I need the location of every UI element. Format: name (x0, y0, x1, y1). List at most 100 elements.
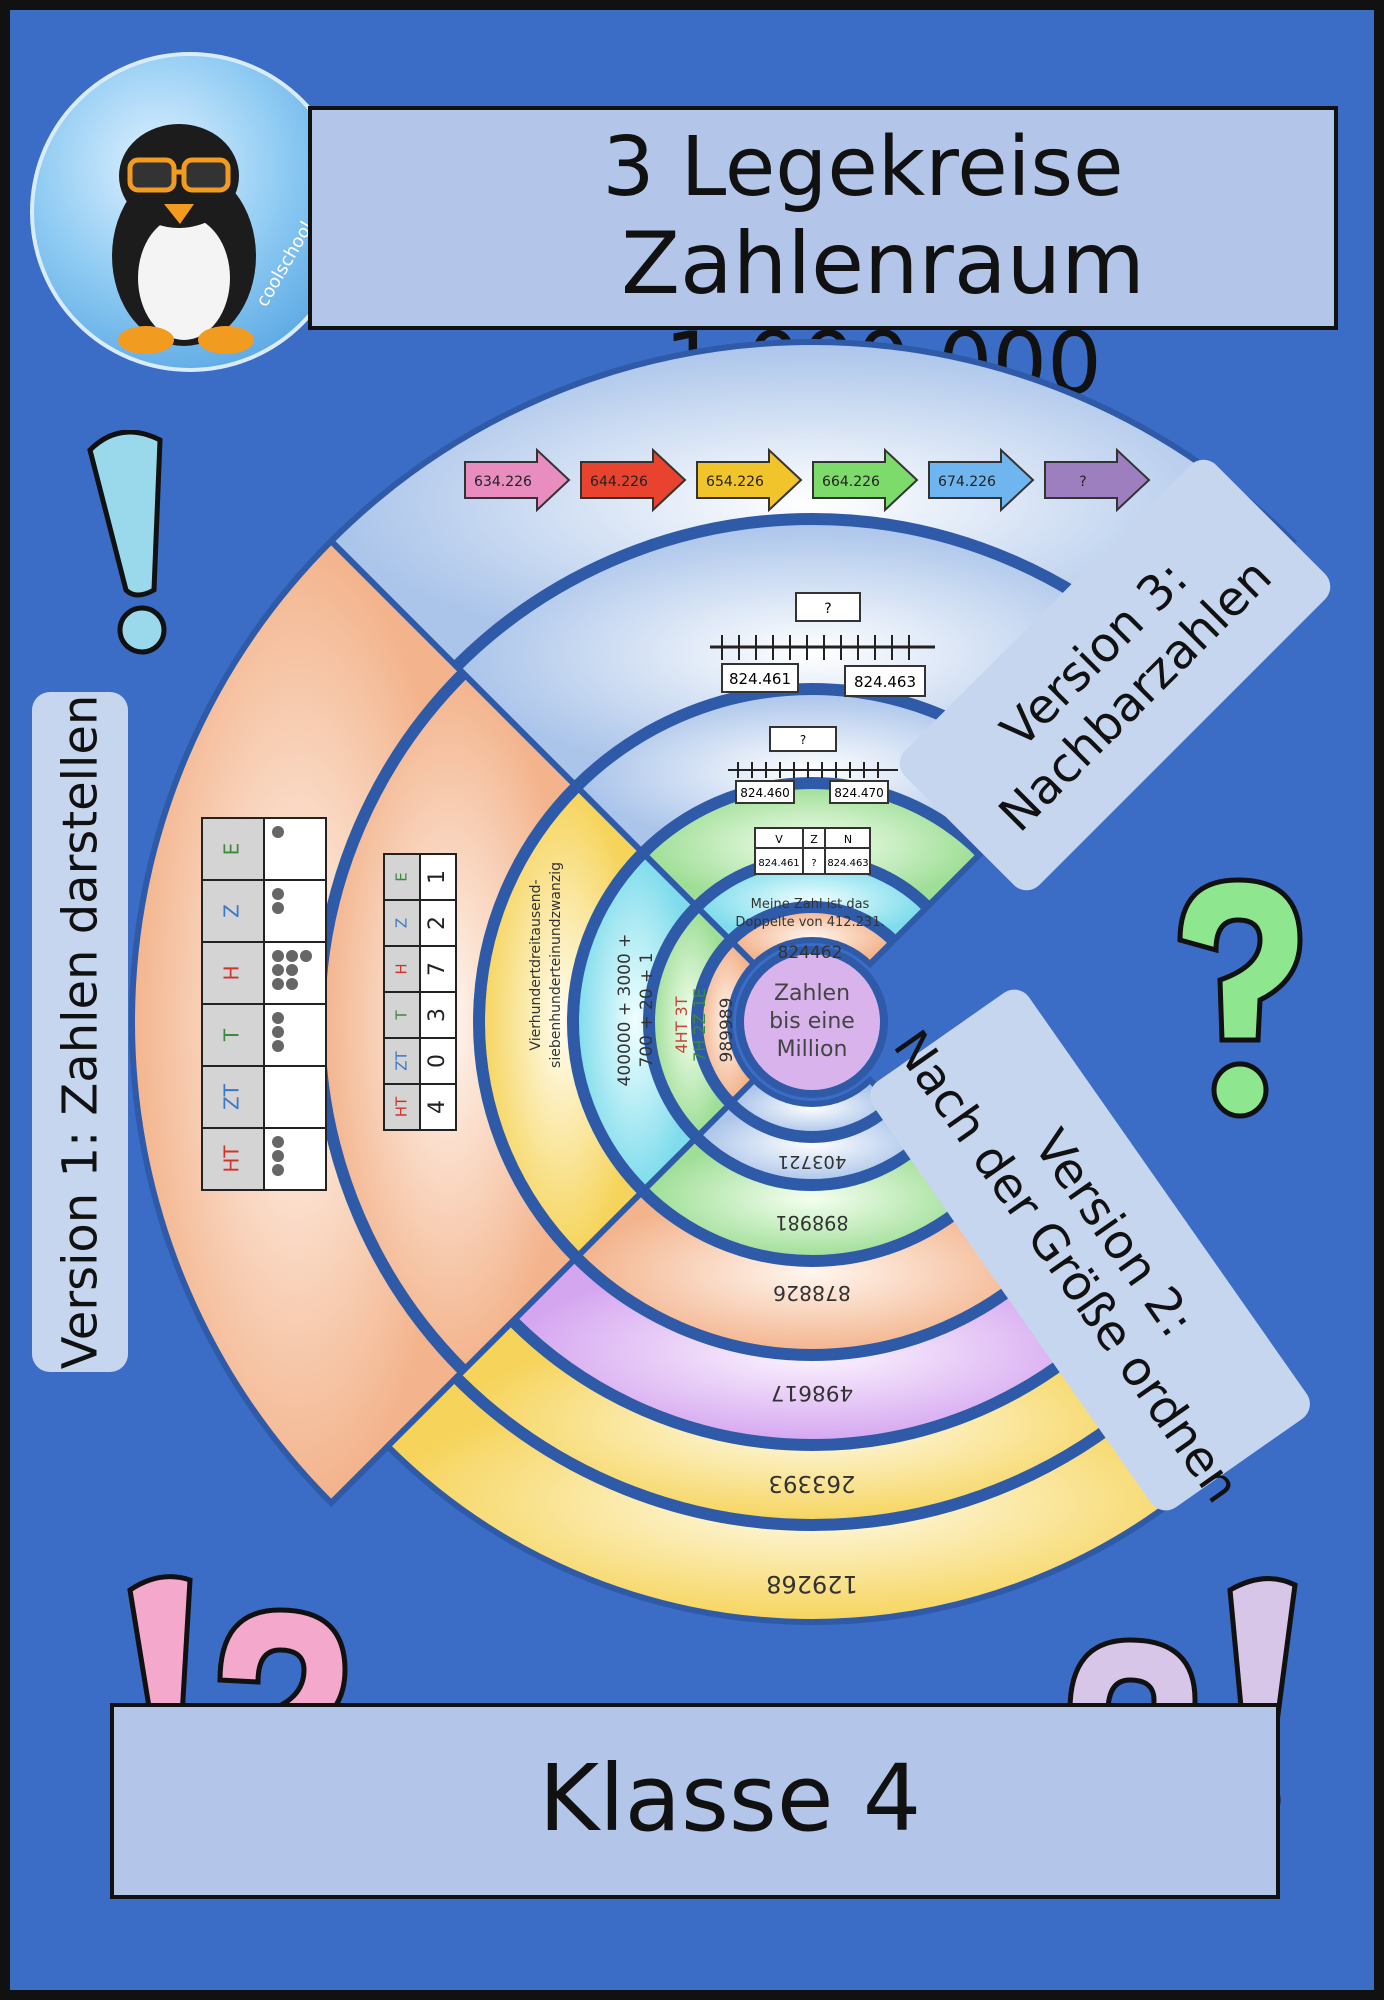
penguin-icon: coolschool (112, 124, 318, 354)
place-digit-cell (419, 1083, 457, 1131)
place-dot (300, 950, 312, 962)
sorted-number: 129268 (766, 1570, 858, 1598)
footer-box: Klasse 4 (110, 1703, 1280, 1899)
neighbor-value-z: ? (811, 858, 816, 869)
ring-segment (510, 1255, 1114, 1445)
place-header: T (220, 1028, 244, 1042)
version1-text: Version 1: Zahlen darstellen (52, 694, 109, 1370)
place-header: HT (393, 1096, 411, 1117)
arrow-label: 644.226 (590, 474, 648, 490)
place-digit: 3 (425, 1008, 450, 1022)
number-line-middle: ? 824.460 824.470 (728, 726, 898, 804)
sorted-number: 498617 (771, 1380, 853, 1405)
ring-segment (649, 904, 733, 1140)
place-dot (286, 950, 298, 962)
center-line-1: Zahlen (774, 981, 850, 1006)
numberline2-right: 824.470 (834, 786, 884, 800)
place-digit: 4 (425, 1100, 450, 1114)
place-digit-cell (419, 945, 457, 993)
place-dot (272, 1150, 284, 1162)
title-line-1: 3 Legekreise (602, 120, 1124, 215)
ring-segment (697, 938, 759, 1106)
neighbor-header-v: V (775, 833, 783, 846)
place-header: ZT (393, 1050, 411, 1070)
place-dot (272, 1026, 284, 1038)
place-dot (272, 950, 284, 962)
place-dot (286, 978, 298, 990)
place-digit: 2 (425, 916, 450, 930)
place-header: Z (220, 904, 244, 918)
units-line-1: 4HT 3T (672, 996, 691, 1053)
words-line-2: siebenhunderteinundzwanzig (548, 862, 564, 1068)
arrow-label: 654.226 (706, 474, 764, 490)
neighbor-value-n: 824.463 (827, 858, 868, 869)
neighbor-value-v: 824.461 (758, 858, 799, 869)
arrow-shape (696, 447, 803, 513)
ring-segment (454, 1318, 1170, 1525)
place-digit: 0 (425, 1054, 450, 1068)
ring-segment (694, 1101, 930, 1186)
place-header-cell (201, 1127, 265, 1191)
place-digit: 1 (425, 870, 450, 884)
words-text: Vierhundertdreitausend- siebenhundertein… (528, 862, 564, 1068)
number-line-top: ? 824.461 824.463 (710, 592, 935, 697)
place-dots-cell (263, 1065, 327, 1129)
place-header: HT (220, 1145, 244, 1173)
place-header-cell (201, 817, 265, 881)
place-header: E (220, 843, 244, 856)
place-header-cell (201, 941, 265, 1005)
center-circle: Zahlen bis eine Million (736, 946, 888, 1098)
place-dot (272, 1040, 284, 1052)
penguin-logo: coolschool (30, 52, 350, 372)
place-dot (286, 964, 298, 976)
arrow-shape (812, 447, 919, 513)
page: coolschool 3 Legekreise Zahlenraum 1.000… (10, 10, 1374, 1990)
place-dot (272, 964, 284, 976)
arrow-shape (928, 447, 1035, 513)
place-digit-cell (419, 853, 457, 901)
expanded-line-1: 400000 + 3000 + (615, 934, 635, 1087)
neighbor-header-z: Z (810, 833, 818, 846)
place-dot (272, 1164, 284, 1176)
expanded-text: 400000 + 3000 + 700 + 20 + 1 (615, 934, 657, 1087)
ring-segment (728, 907, 896, 969)
neighbor-header-n: N (844, 833, 852, 846)
arrow-label: ? (1079, 474, 1086, 490)
sorted-number: 263393 (768, 1470, 855, 1496)
riddle-line-2: Doppelte von 412.231. (735, 915, 884, 930)
place-digit: 7 (425, 962, 450, 976)
place-header-cell (201, 879, 265, 943)
sorted-number: 878826 (773, 1281, 851, 1305)
ring-segment (573, 850, 699, 1194)
arrow-label: 664.226 (822, 474, 880, 490)
place-digit-cell (419, 1037, 457, 1085)
place-digit-cell (419, 991, 457, 1039)
ring-segment (640, 1135, 984, 1261)
place-header: H (220, 965, 244, 980)
place-dot (272, 888, 284, 900)
place-header: ZT (220, 1083, 244, 1110)
ring-segment (383, 1375, 1241, 1625)
place-header: T (393, 1010, 411, 1021)
place-header-cell (383, 899, 421, 947)
place-digit-cell (419, 899, 457, 947)
place-header: H (393, 963, 411, 974)
place-dot (272, 1136, 284, 1148)
sorted-number: 898981 (775, 1211, 848, 1234)
place-header-cell (383, 853, 421, 901)
arrow-shape (1044, 447, 1151, 513)
units-text: 4HT 3T 7H 2Z 1E (672, 988, 709, 1062)
numberline1-right: 824.463 (854, 673, 916, 691)
words-line-1: Vierhundertdreitausend- (528, 879, 544, 1050)
ring-segment (574, 1188, 1050, 1355)
arrow-shape (580, 447, 687, 513)
place-header-cell (383, 1083, 421, 1131)
expanded-line-2: 700 + 20 + 1 (637, 953, 657, 1068)
neighbor-table: V Z N 824.461 ? 824.463 (754, 827, 871, 875)
ring-segment (728, 1075, 896, 1138)
numberline1-left: 824.461 (729, 670, 791, 688)
place-dot (272, 902, 284, 914)
